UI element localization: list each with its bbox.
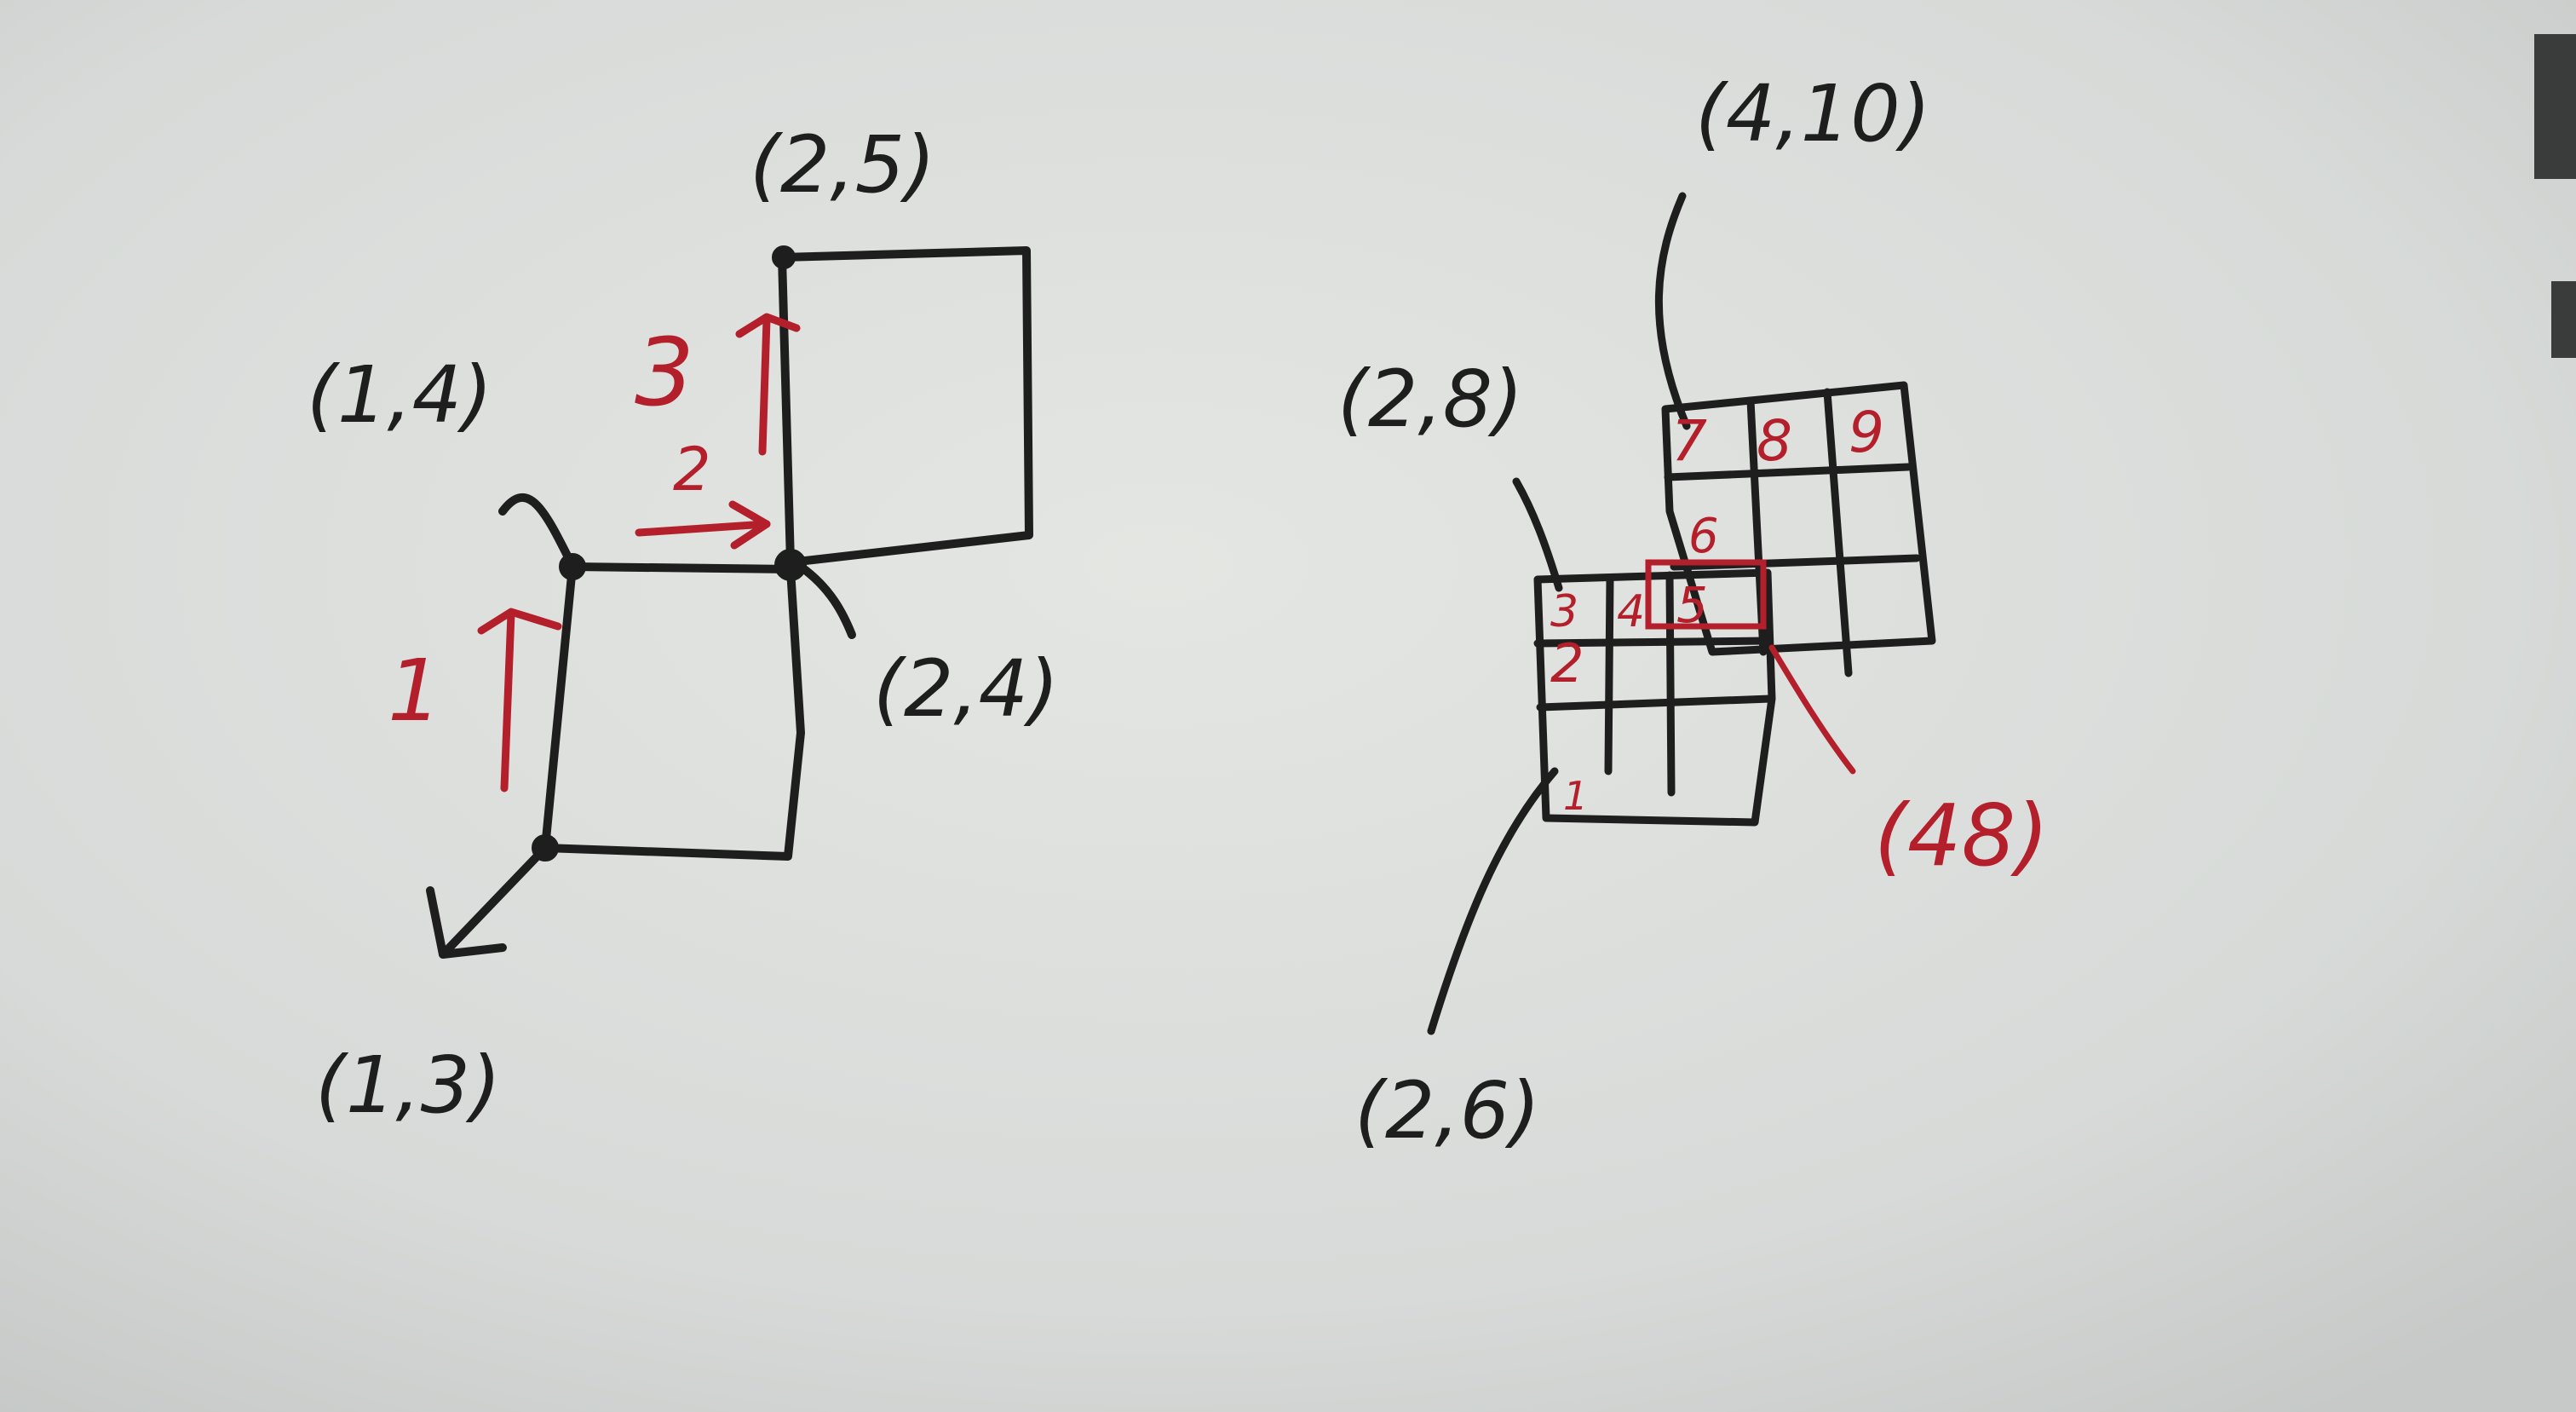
leader-line-1-4 (498, 493, 575, 567)
coord-label-4-10: (4,10) (1695, 68, 1931, 159)
lower-grid-row-line (1536, 694, 1774, 712)
left-step-arrows (477, 313, 801, 792)
lower-grid-row-line (1533, 637, 1772, 648)
upper-grid-col-line (1823, 388, 1853, 677)
lower-square (541, 562, 805, 861)
paper-edge-shadow (2534, 34, 2576, 179)
step-number-1: 1 (388, 641, 442, 741)
upper-square (778, 246, 1033, 567)
cell-number-5: 5 (1676, 576, 1708, 634)
vertex-1-3 (532, 834, 559, 862)
step-3-arrowhead (735, 313, 801, 338)
cell-number-1: 1 (1563, 773, 1588, 819)
right-diagram (1427, 192, 1936, 1035)
cell-number-7: 7 (1671, 408, 1707, 474)
coord-label-1-4: (1,4) (307, 349, 492, 441)
cell-number-8: 8 (1757, 408, 1792, 474)
upper-grid (1661, 381, 1936, 677)
vertex-2-4 (774, 549, 807, 581)
leader-line-2-6 (1427, 767, 1559, 1035)
cell-numbers: 1 2 3 4 5 6 7 8 9 (1550, 400, 1884, 819)
step-1-arrowhead (477, 608, 562, 635)
coord-label-2-4: (2,4) (873, 643, 1059, 735)
coord-label-4-8: (48) (1874, 786, 2049, 885)
leader-line-2-4 (796, 562, 856, 639)
upper-grid-outline (1661, 381, 1936, 656)
paper-edge-shadow (2551, 281, 2576, 358)
coord-label-2-6: (2,6) (1354, 1065, 1540, 1156)
step-3-arrow (758, 315, 771, 456)
cell-5-highlight (1645, 559, 1767, 630)
arrow-head-1-3 (426, 886, 507, 959)
cell-number-4: 4 (1617, 586, 1645, 637)
step-number-2: 2 (673, 435, 711, 504)
left-diagram (426, 245, 1033, 959)
coord-label-1-3: (1,3) (315, 1040, 501, 1131)
upper-grid-row-line (1664, 463, 1912, 481)
cell-number-3: 3 (1550, 586, 1578, 637)
step-number-3: 3 (635, 318, 694, 427)
coord-label-2-8: (2,8) (1337, 354, 1523, 445)
cell-number-2: 2 (1550, 632, 1584, 694)
leader-line-4-10 (1654, 192, 1691, 430)
lower-grid-col-line (1604, 575, 1614, 775)
step-2-arrow (635, 520, 771, 537)
vertex-2-5 (772, 245, 796, 269)
cell-number-9: 9 (1849, 400, 1884, 465)
vertex-1-4 (559, 553, 586, 580)
leader-line-4-8 (1768, 644, 1856, 775)
cell-number-6: 6 (1688, 509, 1719, 564)
step-2-arrowhead (728, 500, 771, 550)
coord-label-2-5: (2,5) (750, 119, 935, 210)
step-1-arrow (500, 609, 515, 792)
leader-line-2-8 (1512, 477, 1563, 592)
arrow-to-1-3 (439, 844, 549, 959)
lower-grid-col-line (1665, 571, 1676, 797)
